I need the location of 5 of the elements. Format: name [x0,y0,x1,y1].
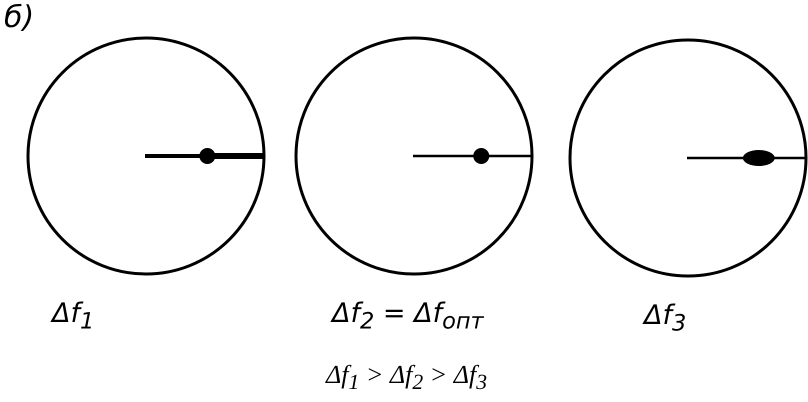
formula-label: Δf$_{1}$ > Δf$_{2}$ > Δf$_{3}$ [326,360,488,396]
formula-label: Δf$_{3}$ [642,300,688,336]
formula-label: Δf$_{1}$ [50,298,96,334]
panel-label: б) [4,0,34,35]
formula-label: Δf$_{2}$ = Δf$_{опт}$ [330,298,485,334]
